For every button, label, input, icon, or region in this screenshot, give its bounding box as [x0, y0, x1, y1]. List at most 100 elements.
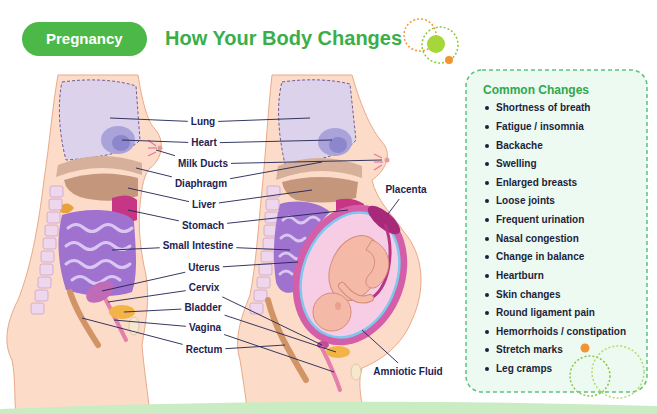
intestine-coils: [281, 235, 305, 241]
lung-shape: [279, 80, 356, 164]
list-item: Loose joints: [466, 192, 643, 211]
spine-vertebrae: [38, 277, 51, 288]
spine-vertebrae: [259, 264, 272, 275]
list-item: Stretch marks: [466, 341, 643, 360]
leader-lines: [124, 309, 181, 312]
leader-lines: [114, 320, 186, 326]
intestine-coils: [66, 261, 130, 268]
lung-shape: [59, 80, 140, 160]
leader-lines: [225, 315, 336, 352]
bullet-dot: [485, 330, 489, 334]
leader-lines: [224, 335, 334, 372]
intestine-coils: [66, 243, 130, 250]
leader-lines: [136, 168, 172, 177]
pill-label: Pregnancy: [46, 30, 123, 48]
fetus: [342, 286, 370, 300]
fetus: [313, 224, 391, 331]
list-item: Backache: [466, 136, 643, 155]
part-label: Vagina: [189, 322, 221, 334]
change-item: Skin changes: [496, 289, 560, 301]
part-label: Milk Ducts: [178, 158, 228, 170]
nipple: [158, 146, 163, 151]
leader-lines: [227, 210, 348, 223]
decor-circles: [592, 346, 644, 398]
leader-lines: [110, 118, 188, 121]
change-item: Shortness of breath: [496, 102, 590, 114]
change-item: Nasal congestion: [496, 233, 579, 245]
leader-lines: [122, 140, 188, 142]
list-item: Round ligament pain: [466, 304, 643, 323]
spine-vertebrae: [257, 277, 270, 288]
intestine-coils: [66, 225, 132, 284]
changes-panel: Common ChangesShortness of breathFatigue…: [466, 70, 647, 392]
change-item: Hemorrhoids / constipation: [496, 326, 626, 338]
list-item: Nasal congestion: [466, 229, 643, 248]
bullet-dot: [485, 274, 489, 278]
leader-lines: [220, 140, 332, 143]
category-pill: Pregnancy: [22, 22, 147, 56]
body-figure: [7, 75, 163, 414]
spine-vertebrae: [266, 199, 279, 210]
bullet-dot: [485, 237, 489, 241]
part-label: Lung: [191, 116, 215, 128]
spine-vertebrae: [40, 264, 53, 275]
heart-shape: [329, 137, 347, 153]
leader-lines: [223, 262, 298, 267]
leader-lines: [236, 248, 290, 250]
intestine-coils: [283, 217, 319, 223]
leader-lines: [362, 330, 398, 363]
leader-lines: [218, 118, 310, 121]
change-item: Change in balance: [496, 251, 584, 263]
change-item: Heartburn: [496, 270, 544, 282]
leader-lines: [108, 291, 186, 302]
milk-ducts: [148, 147, 157, 148]
bullet-dot: [485, 367, 489, 371]
leader-lines: [230, 162, 322, 179]
spine-vertebrae: [43, 238, 56, 249]
placenta-shape: [364, 201, 405, 239]
bullet-dot: [485, 199, 489, 203]
decor-circles: [581, 344, 590, 353]
change-item: Swelling: [496, 158, 537, 170]
part-label: Small Intestine: [163, 240, 234, 252]
list-item: Leg cramps: [466, 360, 643, 379]
milk-ducts: [148, 140, 157, 156]
bullet-dot: [485, 181, 489, 185]
bullet-dot: [485, 106, 489, 110]
bullet-dot: [485, 311, 489, 315]
spine-vertebrae: [31, 303, 44, 314]
leader-lines: [82, 318, 183, 344]
decor-circles: [445, 56, 453, 64]
spine-vertebrae: [261, 251, 274, 262]
bullet-dot: [485, 162, 489, 166]
milk-ducts: [374, 165, 382, 170]
milk-ducts: [374, 154, 383, 170]
body-figure: [238, 75, 427, 414]
leader-lines: [82, 118, 399, 372]
list-item: Frequent urination: [466, 211, 643, 230]
spine-vertebrae: [250, 303, 263, 314]
list-item: Swelling: [466, 155, 643, 174]
part-label: Heart: [191, 137, 217, 149]
fetus: [335, 302, 341, 310]
spine-vertebrae: [41, 251, 54, 262]
decor-circles: [570, 356, 610, 396]
list-item: Fatigue / insomnia: [466, 118, 643, 137]
bottom-band: [0, 402, 657, 414]
part-label: Cervix: [189, 282, 220, 294]
list-item: Enlarged breasts: [466, 174, 643, 193]
fetus: [313, 293, 351, 331]
change-item: Stretch marks: [496, 344, 563, 356]
body-figure: [238, 75, 421, 414]
leader-lines: [156, 150, 175, 156]
spine-vertebrae: [49, 199, 62, 210]
part-label: Amniotic Fluid: [373, 366, 442, 378]
leader-lines: [128, 188, 189, 202]
spine-vertebrae: [35, 290, 48, 301]
part-label: Liver: [192, 199, 216, 211]
bullet-dot: [485, 255, 489, 259]
intestine-coils: [68, 225, 132, 232]
list-item: Shortness of breath: [466, 99, 643, 118]
leader-lines: [112, 248, 160, 250]
